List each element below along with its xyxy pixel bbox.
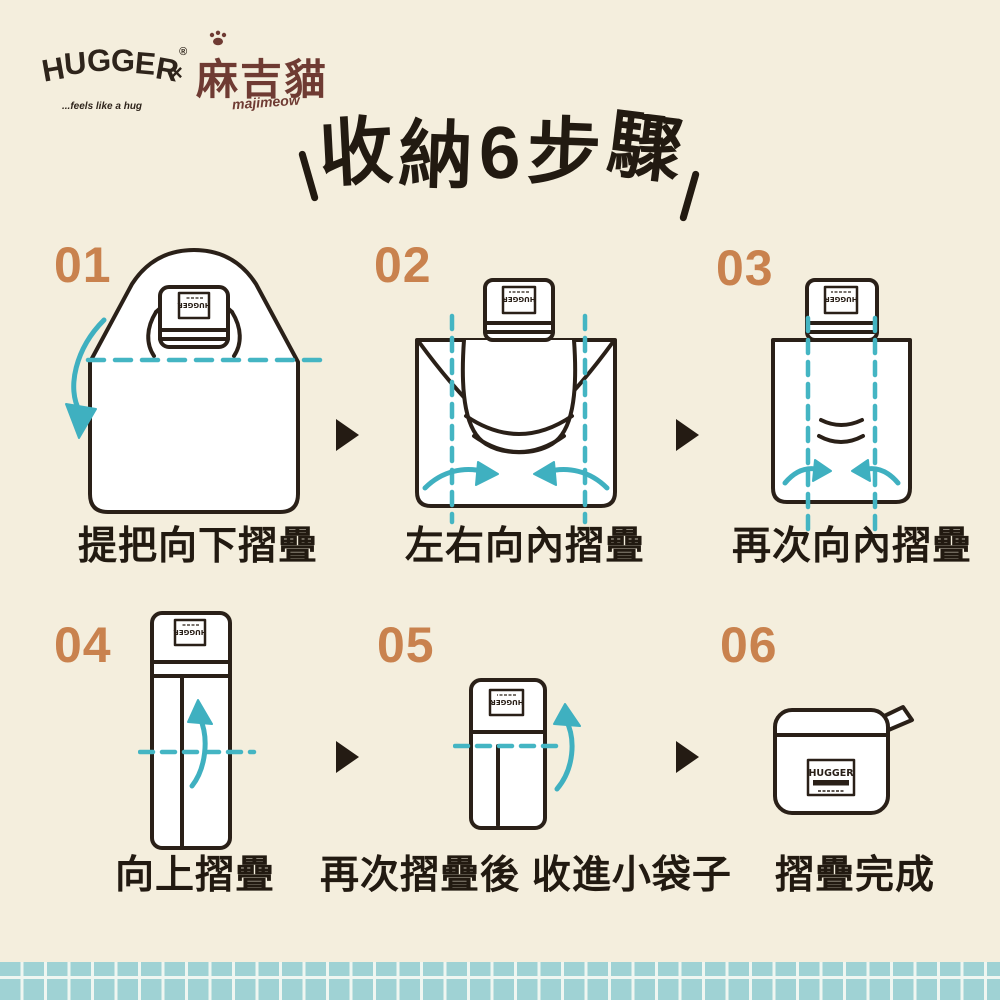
svg-text:HUGGER: HUGGER — [490, 698, 524, 706]
step-01-number: 01 — [54, 237, 112, 293]
next-step-arrow-3 — [336, 741, 359, 773]
next-step-arrow-4 — [676, 741, 699, 773]
title-chars: 收納6步驟 — [317, 101, 687, 199]
bag-brand-label: HUGGER — [177, 291, 211, 320]
svg-text:HUGGER: HUGGER — [824, 295, 858, 303]
hugger-letters: HUGGER — [39, 42, 181, 89]
svg-text:HUGGER: HUGGER — [808, 768, 854, 779]
page-title: 收納6步驟 — [0, 101, 1000, 199]
registered-mark: ® — [179, 46, 188, 58]
step-06-illustration: HUGGER — [773, 705, 914, 815]
bag-outline — [88, 248, 300, 514]
step-03-number: 03 — [716, 240, 774, 296]
fold-down-arrowhead — [65, 403, 97, 439]
bag-outline — [469, 678, 547, 830]
collab-times-sign: × — [170, 60, 183, 85]
fold-up-arrow — [554, 717, 575, 792]
step-04-number: 04 — [54, 617, 112, 673]
svg-text:HUGGER: HUGGER — [177, 301, 211, 309]
step-03-illustration: HUGGER — [771, 278, 912, 537]
bag-brand-label: HUGGER — [173, 618, 207, 647]
step-02-illustration: HUGGER — [415, 278, 617, 525]
step-03-caption: 再次向內摺疊 — [731, 525, 972, 568]
bag-brand-label: HUGGER — [823, 285, 859, 315]
bag-brand-label: HUGGER — [488, 688, 525, 717]
step-05-caption: 再次摺疊後 收進小袋子 — [320, 854, 732, 897]
majimeow-romanization: majimeow — [231, 91, 301, 113]
step-02-caption: 左右向內摺疊 — [404, 525, 645, 568]
tile-pattern-strip — [0, 962, 1000, 1000]
majimeow-logo: 麻吉貓 — [196, 56, 329, 103]
step-05-number: 05 — [377, 617, 435, 673]
step-05-illustration: HUGGER — [453, 678, 581, 830]
bag-brand-label: HUGGER — [501, 285, 537, 315]
bag-outline — [150, 611, 232, 850]
hugger-tagline: ...feels like a hug — [62, 101, 143, 112]
step-02-number: 02 — [374, 237, 432, 293]
step-06-number: 06 — [720, 617, 778, 673]
step-04-caption: 向上摺疊 — [114, 854, 275, 897]
paw-icon — [209, 30, 227, 46]
step-01-illustration: HUGGER — [65, 248, 323, 514]
step-04-illustration: HUGGER — [138, 611, 257, 850]
fold-down-arrow — [71, 317, 107, 415]
step-06-caption: 摺疊完成 — [774, 854, 935, 897]
svg-text:HUGGER: HUGGER — [502, 295, 536, 303]
next-step-arrow-1 — [336, 419, 359, 451]
next-step-arrow-2 — [676, 419, 699, 451]
svg-text:HUGGER: HUGGER — [173, 628, 207, 636]
hugger-logo: HUGGER ® — [39, 42, 188, 89]
pouch-brand-label: HUGGER — [806, 758, 856, 797]
step-01-caption: 提把向下摺疊 — [77, 525, 318, 568]
